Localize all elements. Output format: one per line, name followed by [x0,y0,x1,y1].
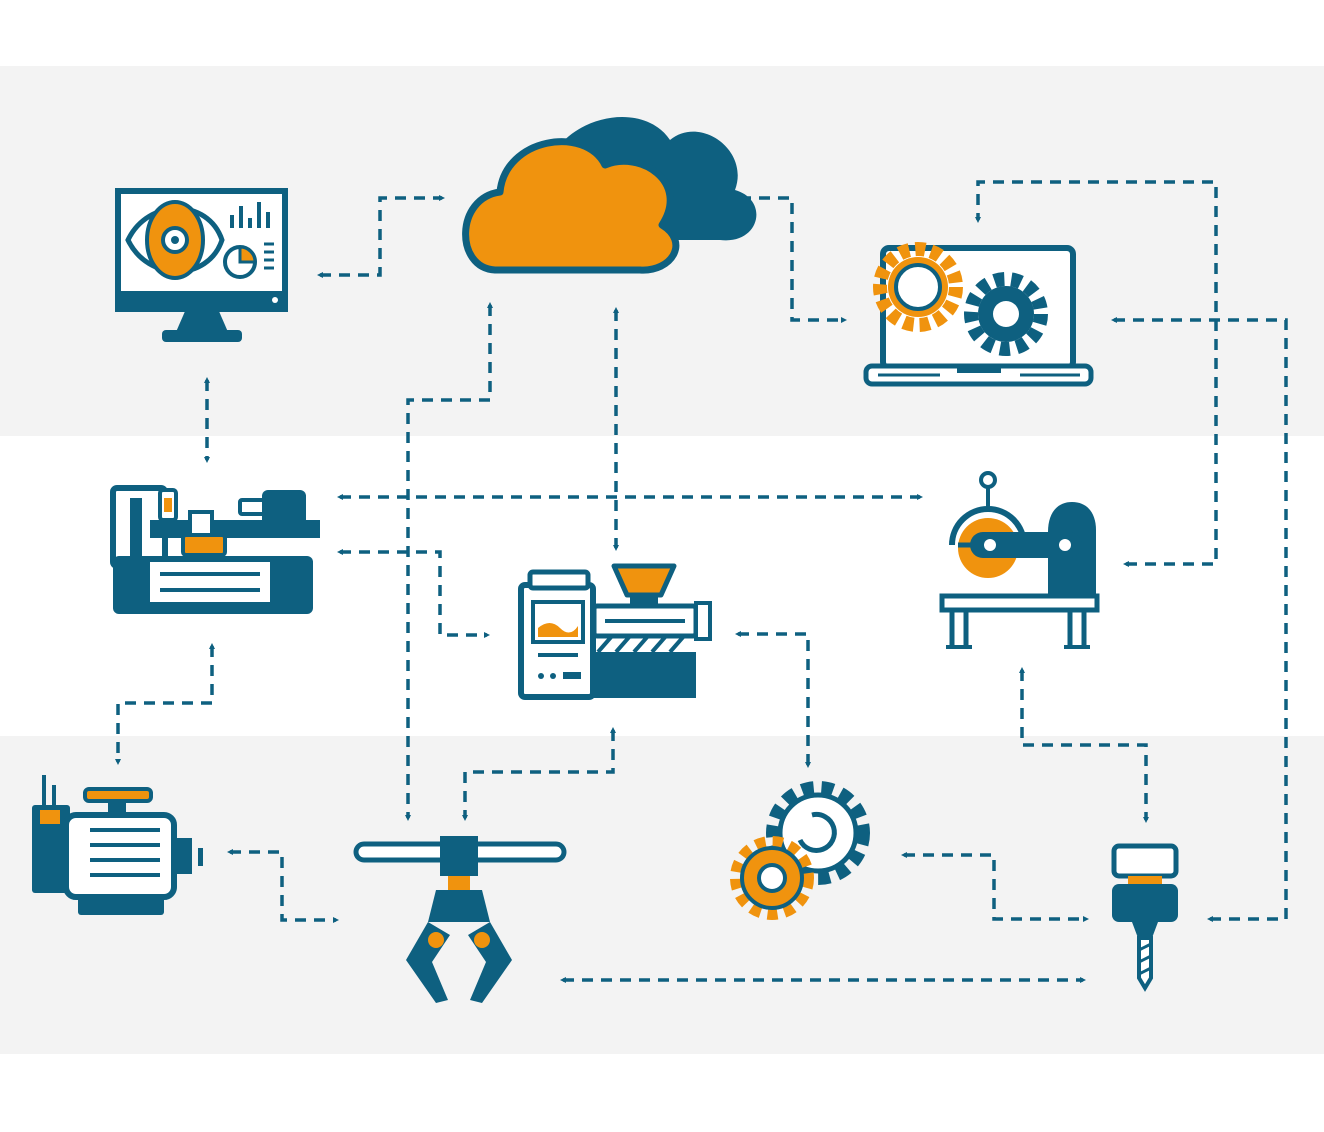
circular-saw-machine-icon [939,471,1100,649]
drill-spindle-icon [1111,843,1179,992]
injection-molding-machine-icon [518,563,712,700]
connector-lathe-motor [115,643,215,765]
eye-analytics-monitor-icon [115,188,288,342]
connector-monitor-cloud [317,195,445,278]
connector-saw-drill [1019,667,1149,823]
connector-cloud-laptop [737,195,847,323]
connector-lathe-injection [337,549,490,638]
cloud-icon [462,116,757,274]
lathe-machine-icon [110,485,320,614]
connector-injection-claw [462,727,616,821]
robotic-claw-icon [353,836,567,1003]
gears-icon [730,781,870,920]
connectors [115,180,1288,983]
connector-gears-drill [901,852,1089,922]
connector-injection-gears [735,631,811,768]
electric-motor-icon [32,775,203,915]
laptop-gears-icon [863,242,1094,387]
connector-motor-claw [227,849,339,923]
connector-laptop-drill [1111,317,1288,922]
